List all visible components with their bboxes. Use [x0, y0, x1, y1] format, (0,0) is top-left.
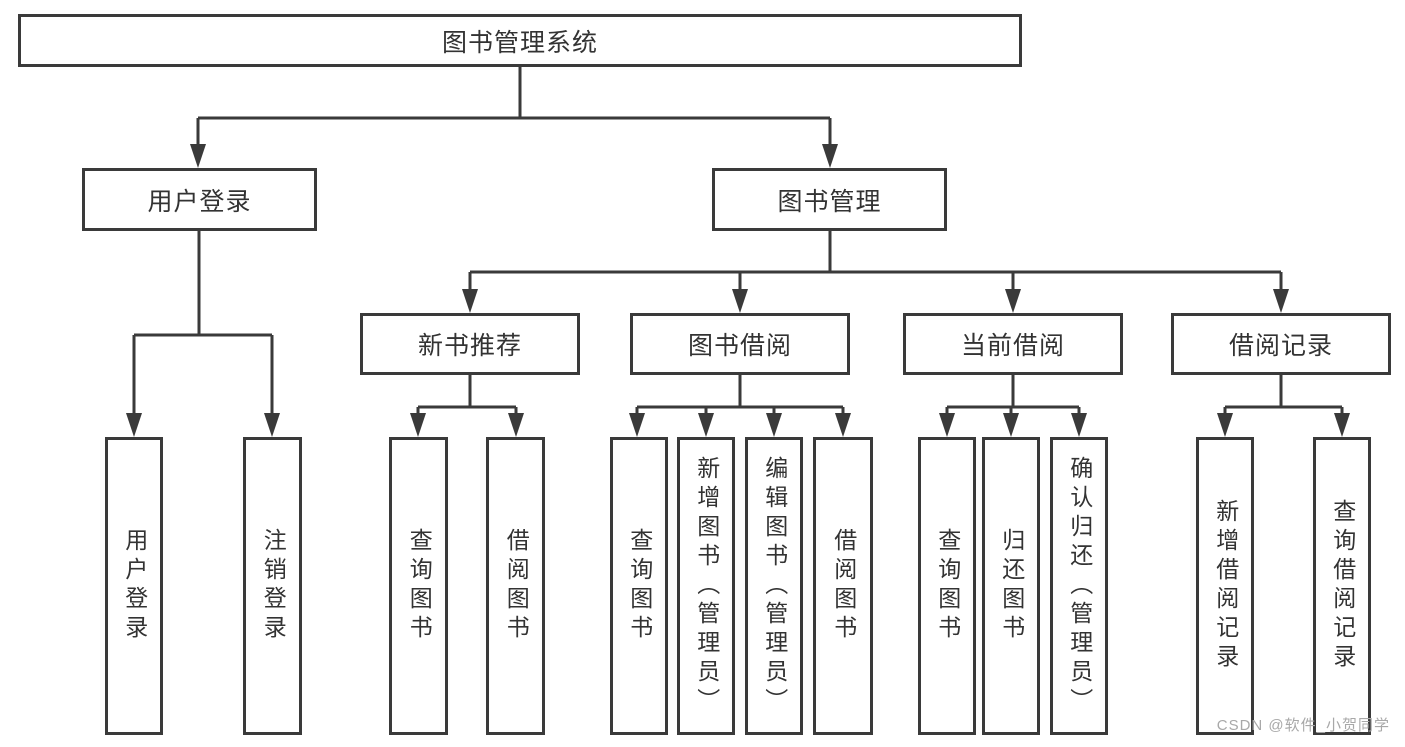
leaf-add-books-admin-label: 新增图书（管理员）	[693, 455, 720, 717]
leaf-borrow-books-1: 借阅图书	[486, 437, 545, 735]
node-new-book-recommend: 新书推荐	[360, 313, 580, 375]
leaf-query-books-2-label: 查询图书	[626, 528, 653, 644]
node-current-borrowing: 当前借阅	[903, 313, 1123, 375]
arrowheads	[126, 144, 1350, 437]
node-current-borrowing-label: 当前借阅	[960, 332, 1065, 360]
leaf-confirm-return-admin: 确认归还（管理员）	[1050, 437, 1108, 735]
leaf-query-books-2: 查询图书	[610, 437, 668, 735]
leaf-add-books-admin: 新增图书（管理员）	[677, 437, 735, 735]
leaf-edit-books-admin: 编辑图书（管理员）	[745, 437, 803, 735]
leaf-add-borrow-record: 新增借阅记录	[1196, 437, 1254, 735]
leaf-add-borrow-record-label: 新增借阅记录	[1212, 499, 1239, 673]
node-new-book-recommend-label: 新书推荐	[417, 332, 522, 360]
node-user-login: 用户登录	[82, 168, 317, 231]
leaf-query-books-3-label: 查询图书	[934, 528, 961, 644]
node-borrowing-records-label: 借阅记录	[1228, 332, 1333, 360]
leaf-logout: 注销登录	[243, 437, 302, 735]
leaf-return-books: 归还图书	[982, 437, 1040, 735]
node-root-system: 图书管理系统	[18, 14, 1022, 67]
node-borrowing-records: 借阅记录	[1171, 313, 1391, 375]
leaf-query-borrow-record-label: 查询借阅记录	[1329, 499, 1356, 673]
node-book-management: 图书管理	[712, 168, 947, 231]
leaf-logout-label: 注销登录	[260, 528, 287, 644]
leaf-query-borrow-record: 查询借阅记录	[1313, 437, 1371, 735]
leaf-user-login: 用户登录	[105, 437, 163, 735]
csdn-watermark: CSDN @软件_小贺同学	[1216, 717, 1390, 734]
node-book-borrowing-label: 图书借阅	[687, 332, 792, 360]
leaf-return-books-label: 归还图书	[998, 528, 1025, 644]
node-book-management-label: 图书管理	[777, 187, 882, 216]
leaf-borrow-books-2: 借阅图书	[813, 437, 873, 735]
leaf-edit-books-admin-label: 编辑图书（管理员）	[761, 455, 788, 717]
leaf-borrow-books-1-label: 借阅图书	[503, 528, 530, 644]
node-book-borrowing: 图书借阅	[630, 313, 850, 375]
leaf-confirm-return-admin-label: 确认归还（管理员）	[1066, 455, 1093, 717]
leaf-borrow-books-2-label: 借阅图书	[830, 528, 857, 644]
leaf-user-login-label: 用户登录	[121, 528, 148, 644]
leaf-query-books-1-label: 查询图书	[406, 528, 433, 644]
node-root-label: 图书管理系统	[441, 28, 598, 57]
leaf-query-books-3: 查询图书	[918, 437, 976, 735]
node-user-login-label: 用户登录	[147, 187, 252, 216]
leaf-query-books-1: 查询图书	[389, 437, 448, 735]
